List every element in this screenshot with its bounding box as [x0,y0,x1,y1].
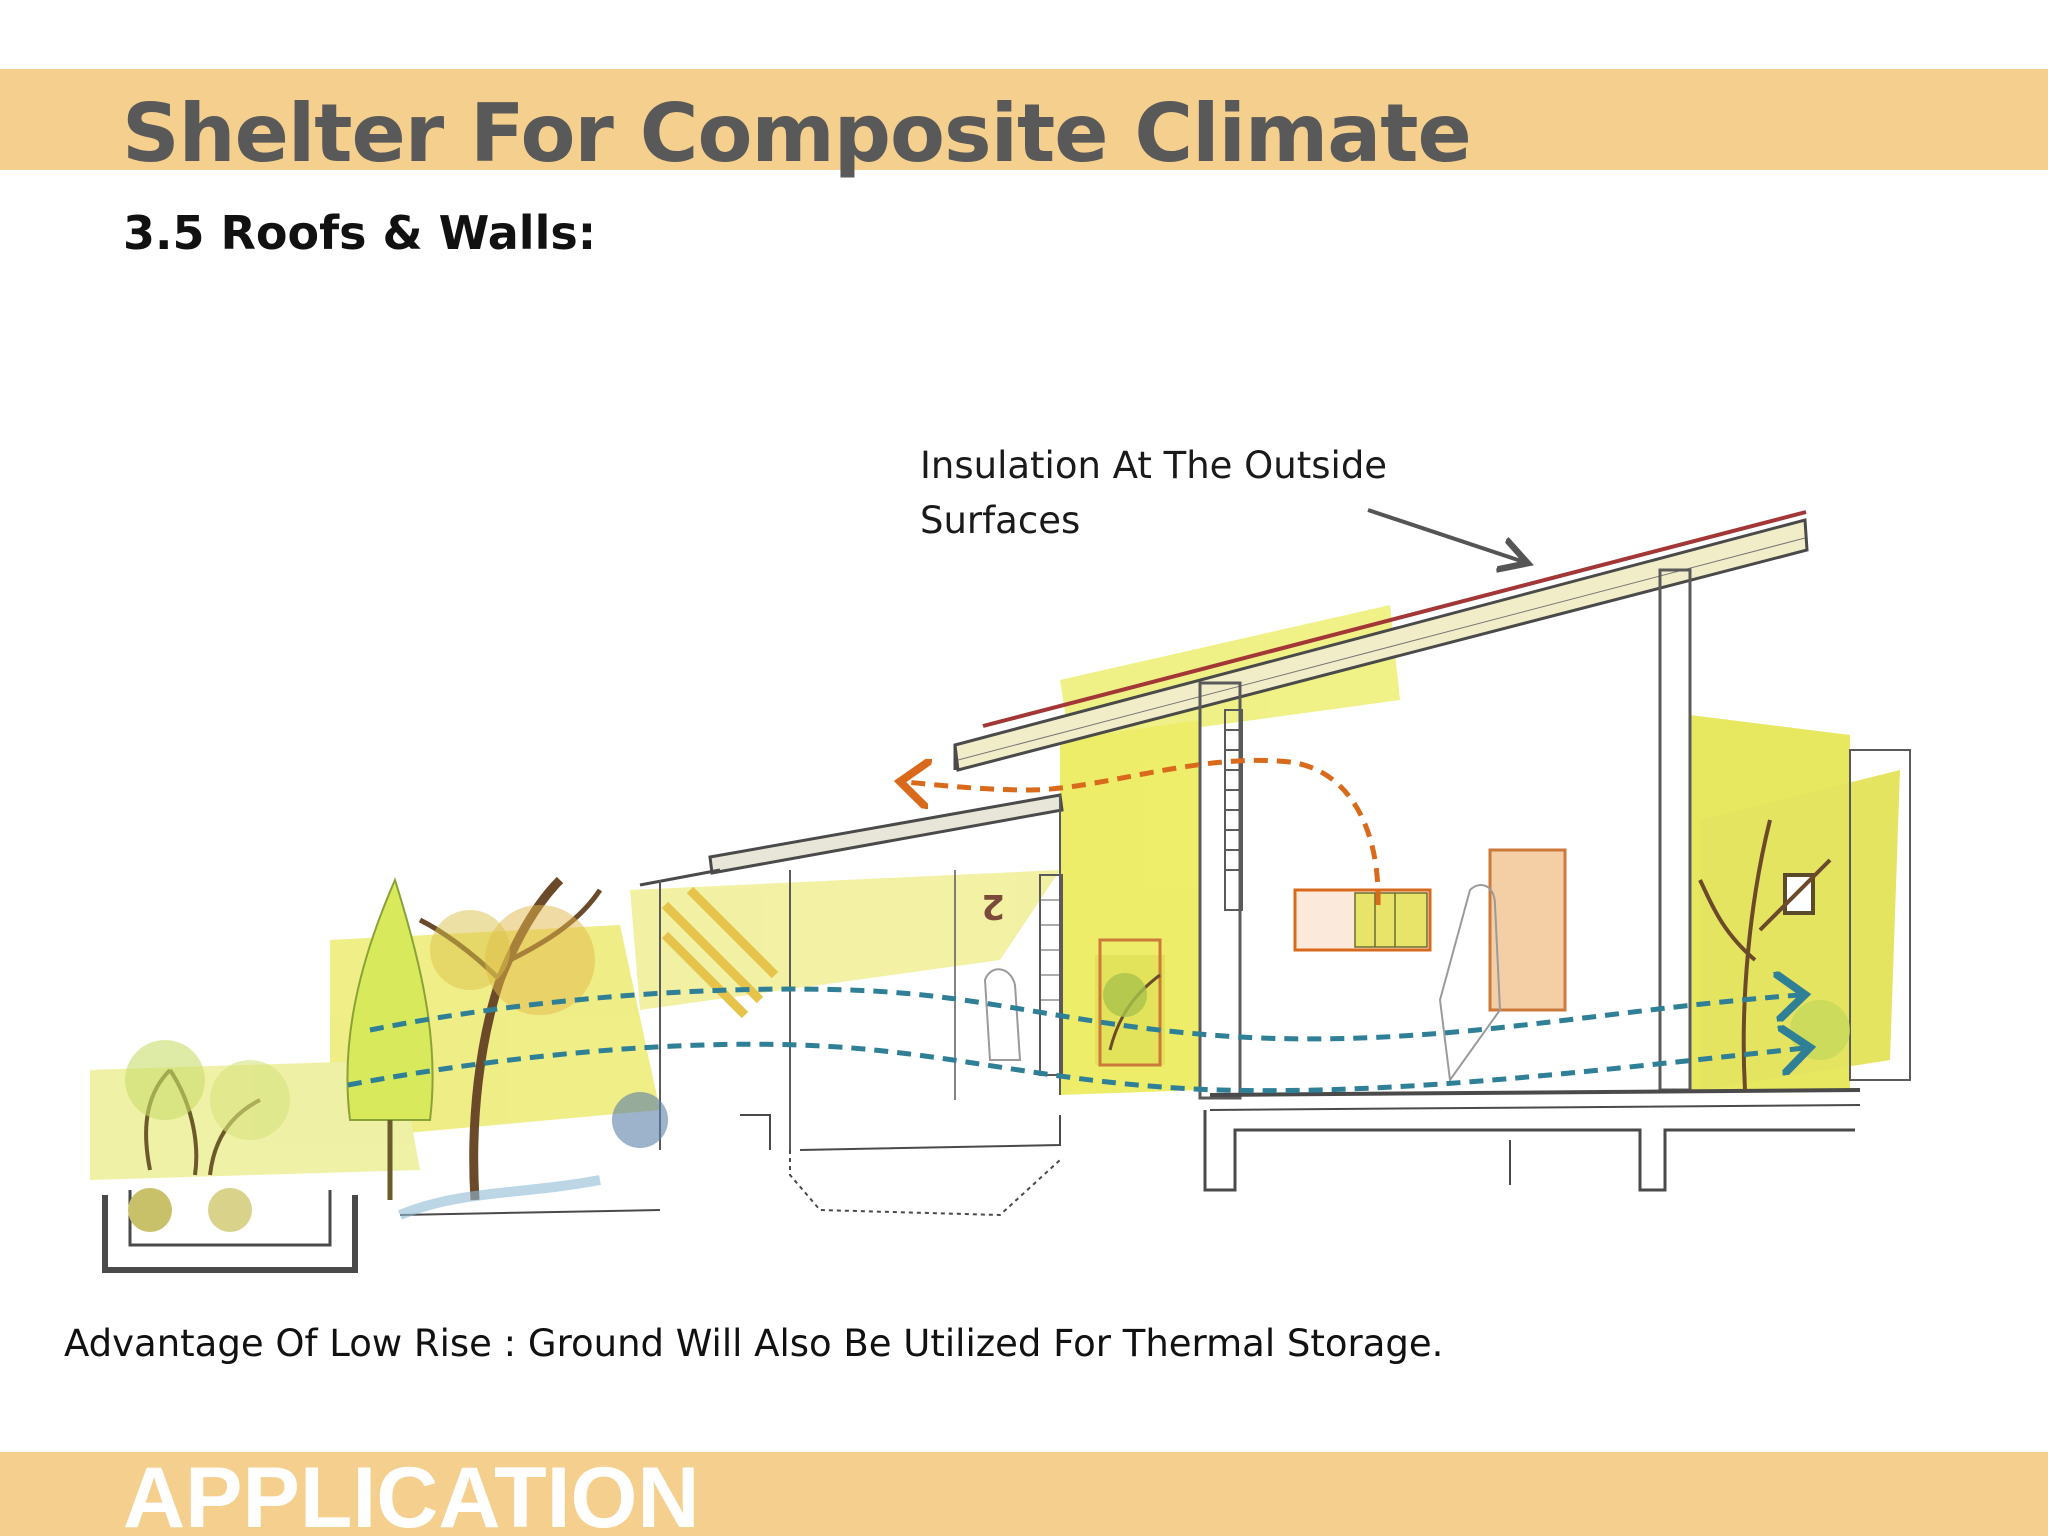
trees-vegetation [125,819,1850,1232]
ground-foundation [102,1088,1861,1273]
thermal-storage-caption: Advantage Of Low Rise : Ground Will Also… [64,1322,1444,1365]
human-figures [983,884,1502,1083]
footer-application-label: APPLICATION [123,1450,700,1536]
title-band [0,69,2048,170]
roof-insulation-line [982,510,1807,728]
section-heading: 3.5 Roofs & Walls: [123,206,597,260]
room-number-label: 2 [981,886,1005,926]
warm-air-flow-arrow [905,760,1381,906]
high-roof [953,518,1809,772]
callout-line-2: Surfaces [920,499,1081,542]
insulation-callout: Insulation At The Outside Surfaces [920,438,1387,548]
footer-band [0,1452,2048,1536]
callout-pointer-arrow [1367,508,1524,562]
low-roof [639,793,1064,887]
slide-title: Shelter For Composite Climate [122,87,1472,180]
stair-hatch [661,886,779,1019]
callout-line-1: Insulation At The Outside [920,444,1388,487]
windows [1098,848,1815,1067]
cool-air-flow-arrow-upper [369,989,1800,1042]
